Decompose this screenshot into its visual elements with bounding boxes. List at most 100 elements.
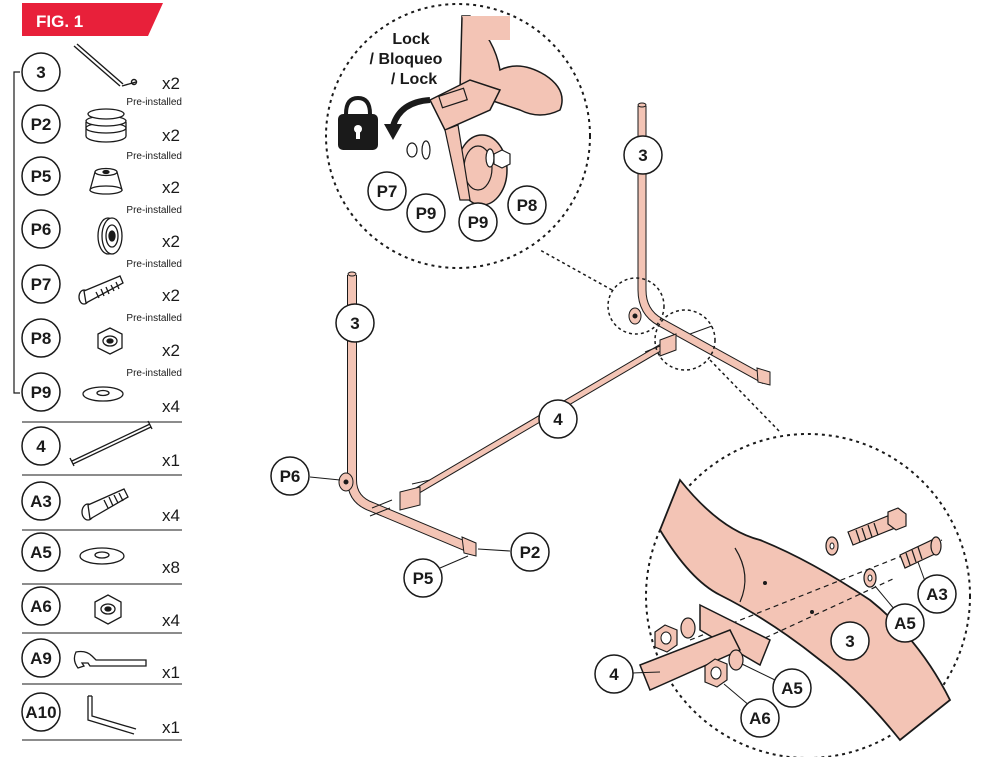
wheel (628, 307, 642, 325)
part-id-circle (21, 264, 61, 304)
callout-label: A5 (781, 679, 803, 698)
padlock-icon (338, 95, 378, 150)
part-id-circle (21, 156, 61, 196)
part-row: P9 Pre-installed x4 (21, 368, 182, 416)
lock-text-line: / Lock (391, 71, 437, 88)
part-row: P8 Pre-installed x2 (21, 313, 182, 360)
callout-circle (623, 135, 663, 175)
callout-circle (594, 654, 634, 694)
part-id-circle (21, 481, 61, 521)
part-id: A3 (30, 492, 52, 511)
part-id-circle (21, 692, 61, 732)
part-id: 4 (36, 437, 46, 456)
part-row: P7 Pre-installed x2 (21, 259, 182, 305)
callout-circle (830, 621, 870, 661)
callout-circle (403, 558, 443, 598)
part-row: P2 Pre-installed x2 (21, 97, 182, 145)
callout-label: A6 (749, 709, 771, 728)
part-qty: x4 (162, 397, 180, 416)
mounting-plate (644, 325, 713, 357)
part-qty: x1 (162, 718, 180, 737)
lock-text-line: Lock (392, 31, 429, 48)
part-id: P8 (31, 329, 52, 348)
part-id-circle (21, 52, 61, 92)
callout-label: 3 (638, 146, 647, 165)
part-qty: x2 (162, 232, 180, 251)
callout-circle (458, 202, 498, 242)
callout-label: P5 (413, 569, 434, 588)
part-qty: x4 (162, 611, 180, 630)
bolt-a3 (899, 536, 942, 569)
nut-icon (94, 594, 122, 625)
allen-key-icon (87, 695, 137, 735)
part-row: A5 x8 (21, 532, 180, 577)
part-row: 4 x1 (21, 420, 180, 470)
parts-list: FIG. 1 3 x2 P2 (13, 3, 182, 741)
wheel-icon (97, 217, 123, 255)
bolt-joint-detail: A3 A5 3 4 A5 A6 (594, 433, 971, 759)
callout-circle (510, 532, 550, 572)
main-assembly: 3 3 4 P6 P5 P2 (270, 102, 781, 598)
part-qty: x1 (162, 663, 180, 682)
washer-icon (82, 386, 124, 402)
part-id: P7 (31, 275, 52, 294)
callout-label: P2 (520, 543, 541, 562)
mounting-plate (369, 479, 431, 517)
part-id-circle (21, 318, 61, 358)
wheel (338, 472, 354, 492)
part-note: Pre-installed (126, 313, 182, 324)
foot-bracket (461, 536, 477, 557)
callout-circle (917, 574, 957, 614)
bolt-a3 (847, 507, 907, 546)
foot-bracket (756, 367, 771, 386)
callout-label: P9 (416, 204, 437, 223)
part-id: P2 (31, 115, 52, 134)
bolt-icon (81, 488, 129, 521)
zoom-marker-top (607, 277, 665, 335)
part-id: P9 (31, 383, 52, 402)
end-cap-icon (85, 108, 127, 143)
part-qty: x1 (162, 451, 180, 470)
part-qty: x8 (162, 558, 180, 577)
callout-label: 4 (609, 665, 619, 684)
callout-label: 4 (553, 410, 563, 429)
part-qty: x4 (162, 506, 180, 525)
right-leg (628, 102, 771, 386)
wrench-icon (73, 650, 147, 669)
part-note: Pre-installed (126, 151, 182, 162)
part-id-circle (21, 104, 61, 144)
crossbar-icon (69, 420, 153, 467)
axle-bolt-icon (78, 275, 124, 305)
part-qty: x2 (162, 341, 180, 360)
callout-circle (367, 171, 407, 211)
part-row: A9 x1 (21, 638, 180, 682)
part-qty: x2 (162, 126, 180, 145)
callout-circle (772, 668, 812, 708)
figure-title: FIG. 1 (36, 12, 83, 31)
lock-nut-icon (97, 327, 123, 355)
callout-label: P9 (468, 213, 489, 232)
callout-label: 3 (350, 314, 359, 333)
part-row: P5 Pre-installed x2 (21, 151, 182, 197)
part-row: 3 x2 (21, 43, 180, 93)
part-row: P6 Pre-installed x2 (21, 205, 182, 255)
part-row: A10 x1 (21, 692, 180, 737)
callout-label: A5 (894, 614, 916, 633)
wheel-lock-detail: Lock / Bloqueo / Lock P7 P9 P9 P8 (325, 3, 591, 269)
part-id-circle (21, 426, 61, 466)
part-id: A5 (30, 543, 52, 562)
foot-cap-icon (89, 167, 123, 195)
part-id: P5 (31, 167, 52, 186)
part-note: Pre-installed (126, 368, 182, 379)
part-id: A9 (30, 649, 52, 668)
part-id-circle (21, 586, 61, 626)
left-leg (338, 271, 477, 557)
figure-title-banner (22, 3, 163, 36)
part-note: Pre-installed (126, 205, 182, 216)
part-id: 3 (36, 63, 45, 82)
part-id: A10 (25, 703, 56, 722)
parts-bracket (13, 71, 20, 394)
crossbar (406, 341, 669, 499)
callout-circle (740, 698, 780, 738)
